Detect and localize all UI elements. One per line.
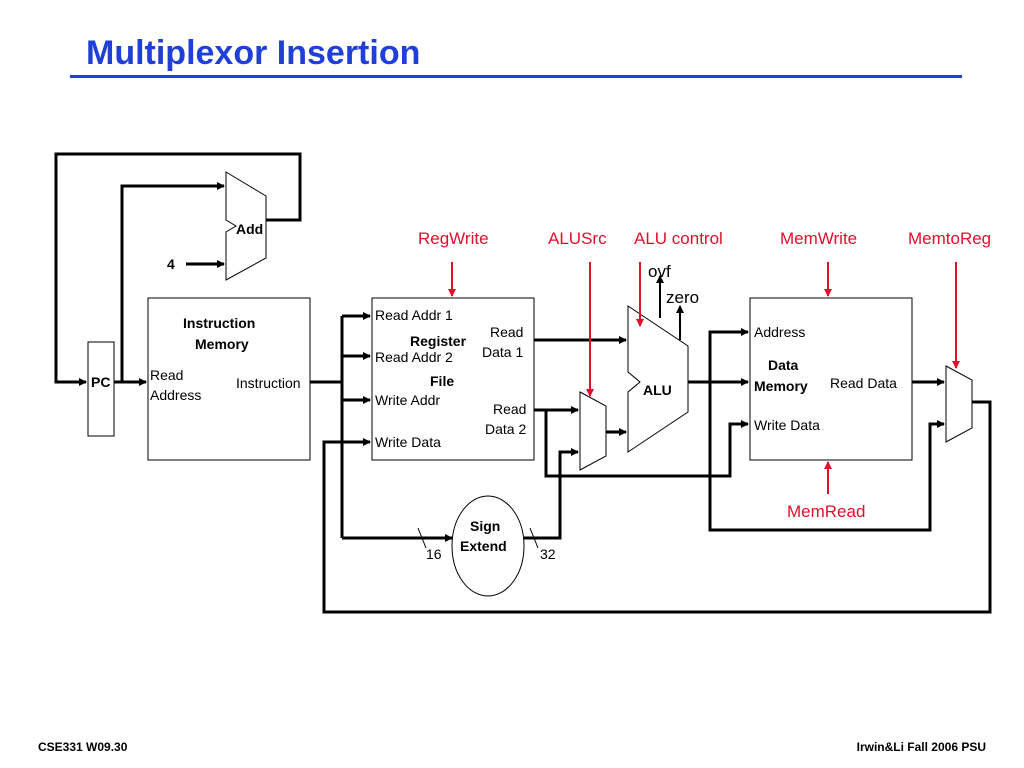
adder-shape xyxy=(225,171,267,281)
dmem-title-2: Memory xyxy=(754,378,808,394)
slide-title: Multiplexor Insertion xyxy=(86,34,421,72)
alusrc-mux xyxy=(579,391,607,471)
data-memory xyxy=(749,297,913,461)
rf-write-addr: Write Addr xyxy=(375,392,440,408)
dmem-title-1: Data xyxy=(768,357,799,373)
pc-label: PC xyxy=(91,374,110,390)
rf-title-2: File xyxy=(430,373,454,389)
rf-read-addr-1: Read Addr 1 xyxy=(375,307,453,323)
bits-16-label: 16 xyxy=(426,546,442,562)
footer-left: CSE331 W09.30 xyxy=(38,740,128,754)
instruction-memory xyxy=(147,297,311,461)
ctl-label-memtoreg: MemtoReg xyxy=(908,229,991,248)
memtoreg-mux xyxy=(945,365,973,443)
dmem-read-data-label: Read Data xyxy=(830,375,897,391)
register-file xyxy=(371,297,535,461)
imem-read-label-1: Read xyxy=(150,367,183,383)
wire-signext-to-mux xyxy=(524,448,579,540)
dmem-write-data-label: Write Data xyxy=(754,417,820,433)
wire-pc-to-adder xyxy=(120,182,225,382)
ctl-label-memread: MemRead xyxy=(787,502,865,521)
zero-label: zero xyxy=(666,288,699,307)
rf-title-1: Register xyxy=(410,333,467,349)
rf-write-data: Write Data xyxy=(375,434,441,450)
sign-extend-unit xyxy=(451,495,525,597)
title-underline xyxy=(70,75,962,78)
wire-pc-loop xyxy=(54,152,302,386)
rf-read-data-2a: Read xyxy=(493,401,526,417)
ctl-label-regwrite: RegWrite xyxy=(418,229,489,248)
rf-read-data-1a: Read xyxy=(490,324,523,340)
sign-extend-label-1: Sign xyxy=(470,518,500,534)
alu-label: ALU xyxy=(643,382,672,398)
const-four-label: 4 xyxy=(167,256,175,272)
wire-writeback xyxy=(322,400,992,614)
rf-read-data-1b: Data 1 xyxy=(482,344,523,360)
dmem-address-label: Address xyxy=(754,324,805,340)
ovf-label: ovf xyxy=(648,262,671,281)
imem-read-label-2: Address xyxy=(150,387,201,403)
imem-title-2: Memory xyxy=(195,336,249,352)
imem-instruction-label: Instruction xyxy=(236,375,301,391)
rf-read-addr-2: Read Addr 2 xyxy=(375,349,453,365)
ctl-label-memwrite: MemWrite xyxy=(780,229,857,248)
wire-rd2-to-dmem xyxy=(544,410,749,478)
imem-title-1: Instruction xyxy=(183,315,255,331)
pc-register xyxy=(87,341,115,437)
alu-shape xyxy=(627,305,689,453)
footer-right: Irwin&Li Fall 2006 PSU xyxy=(856,740,986,754)
bits-32-label: 32 xyxy=(540,546,556,562)
bus-slash-32 xyxy=(529,527,539,549)
ctl-label-alucontrol: ALU control xyxy=(634,229,723,248)
wire-alu-addr-up xyxy=(708,328,749,382)
rf-read-data-2b: Data 2 xyxy=(485,421,526,437)
wire-alu-to-wbmux xyxy=(708,382,945,532)
ctl-label-alusrc: ALUSrc xyxy=(548,229,607,248)
sign-extend-label-2: Extend xyxy=(460,538,507,554)
adder-label: Add xyxy=(236,221,263,237)
bus-slash-16 xyxy=(417,527,427,549)
